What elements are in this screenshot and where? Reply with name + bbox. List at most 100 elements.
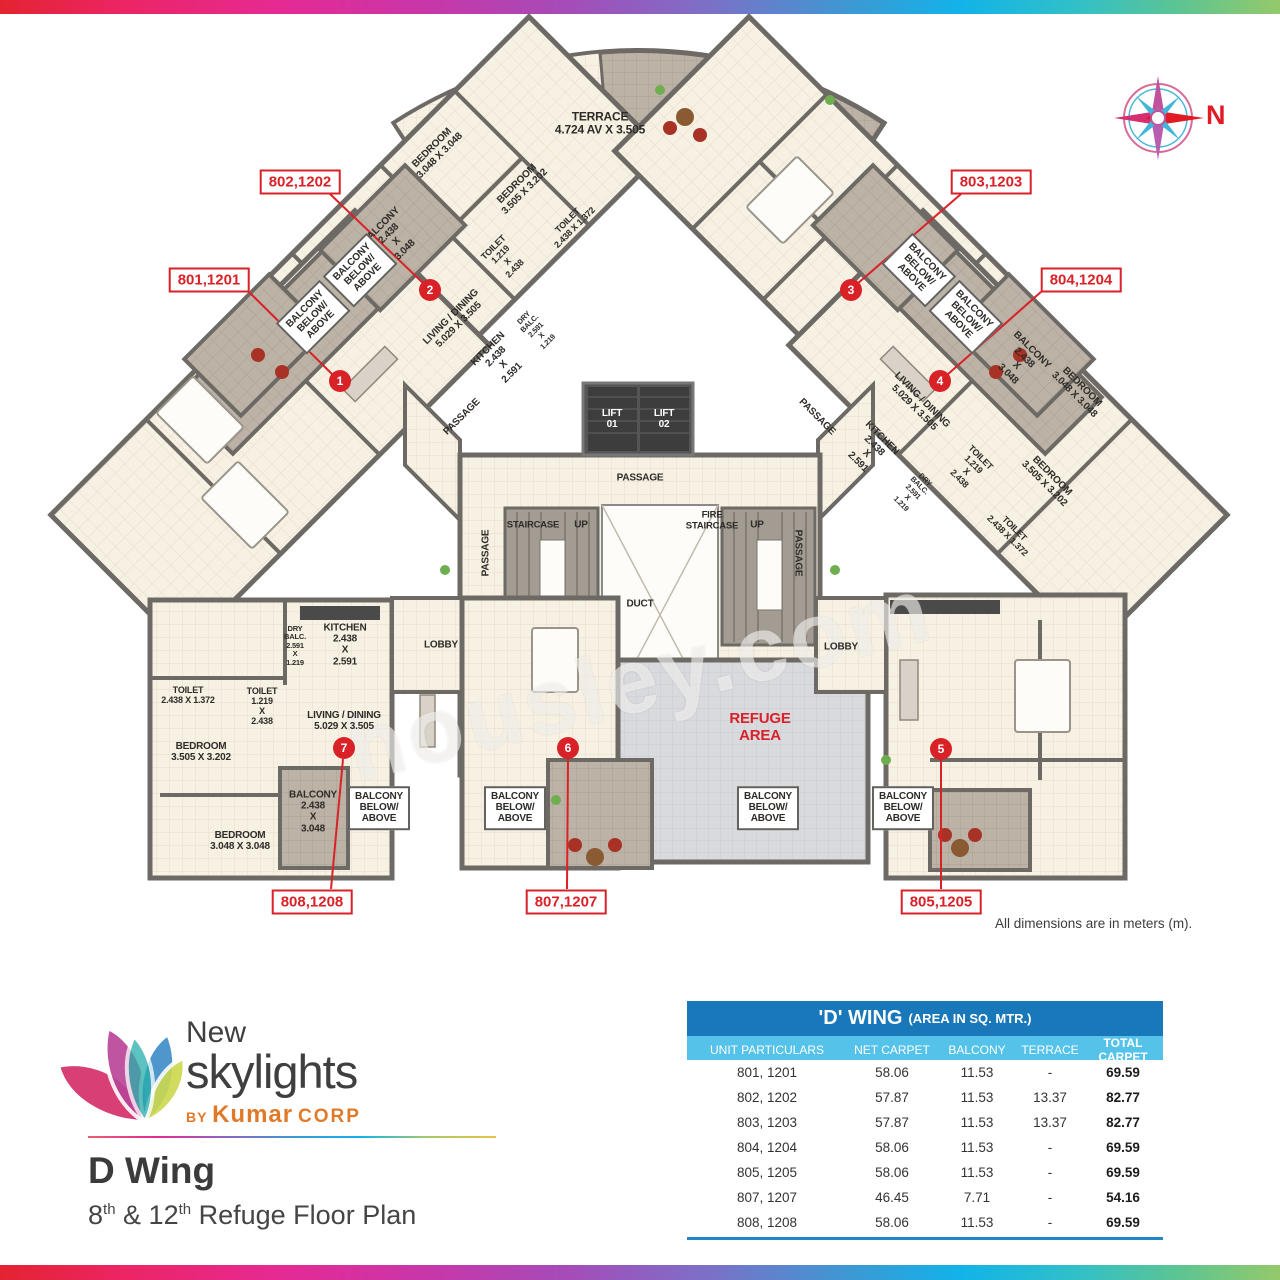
room-label: UP <box>750 519 764 531</box>
table-cell: - <box>1047 1065 1053 1080</box>
room-label: KITCHEN 2.438 X 2.591 <box>323 622 367 668</box>
table-column-header: BALCONY <box>948 1043 1006 1057</box>
table-cell: 57.87 <box>875 1115 909 1130</box>
room-label: DRY BALC. 2.591 X 1.219 <box>284 624 306 667</box>
room-label: UP <box>574 519 588 531</box>
top-gradient-bar <box>0 0 1280 14</box>
table-row: 805, 1205 58.06 11.53 - 69.59 <box>687 1160 1163 1185</box>
table-cell: - <box>1047 1215 1053 1230</box>
page-title: D Wing <box>88 1150 216 1191</box>
unit-callout-3: 803,1203 <box>950 169 1032 195</box>
room-label: STAIRCASE <box>506 519 560 531</box>
table-cell: 58.06 <box>875 1140 909 1155</box>
table-cell: 13.37 <box>1033 1115 1067 1130</box>
room-label: TOILET 1.219 X 2.438 <box>246 685 278 727</box>
bottom-units <box>147 592 1128 881</box>
compass-north-label: N <box>1206 100 1226 130</box>
subtitle-segment: 8 <box>88 1200 104 1230</box>
dimensions-note: All dimensions are in meters (m). <box>995 916 1193 931</box>
room-label: BALCONY BELOW/ ABOVE <box>736 786 800 830</box>
table-cell: 46.45 <box>875 1190 909 1205</box>
room-label: LIFT 01 <box>601 407 623 430</box>
table-title-suffix: (AREA IN SQ. MTR.) <box>908 1011 1032 1026</box>
brand-name-line1: New <box>186 1016 247 1049</box>
table-cell: - <box>1047 1140 1053 1155</box>
room-label: DUCT <box>626 598 654 610</box>
table-cell: 58.06 <box>875 1065 909 1080</box>
table-cell: 11.53 <box>960 1065 994 1080</box>
table-cell: 808, 1208 <box>736 1215 798 1230</box>
room-label: LOBBY <box>823 641 859 653</box>
room-label: BEDROOM 3.048 X 3.048 <box>210 829 270 852</box>
table-cell: - <box>1047 1190 1053 1205</box>
table-cell: 11.53 <box>960 1215 994 1230</box>
room-label: TOILET 2.438 X 1.372 <box>161 684 215 705</box>
room-label: LOBBY <box>423 639 459 651</box>
room-label: LIVING / DINING 5.029 X 3.505 <box>307 709 381 732</box>
brand-divider <box>88 1136 496 1138</box>
lotus-logo-icon <box>55 1025 185 1126</box>
unit-marker-2: 2 <box>419 279 441 301</box>
table-cell: 58.06 <box>875 1165 909 1180</box>
table-underline <box>687 1237 1163 1240</box>
table-cell: 13.37 <box>1033 1090 1067 1105</box>
room-label: LIFT 02 <box>653 407 675 430</box>
unit-callout-6: 807,1207 <box>525 889 607 915</box>
subtitle-segment: th <box>178 1201 192 1218</box>
room-label: BALCONY BELOW/ ABOVE <box>871 786 935 830</box>
table-cell: 69.59 <box>1106 1165 1140 1180</box>
subtitle-segment: & 12 <box>115 1200 179 1230</box>
table-row: 801, 1201 58.06 11.53 - 69.59 <box>687 1060 1163 1085</box>
table-cell: 69.59 <box>1106 1215 1140 1230</box>
room-label: REFUGE AREA <box>729 710 791 744</box>
room-label: BALCONY BELOW/ ABOVE <box>483 786 547 830</box>
furniture-layer <box>156 85 1071 866</box>
unit-marker-5: 5 <box>930 738 952 760</box>
subtitle-segment: Refuge Floor Plan <box>191 1200 417 1230</box>
compass-icon <box>1114 76 1204 160</box>
room-label: PASSAGE <box>480 529 492 577</box>
room-label: BEDROOM 3.505 X 3.202 <box>171 740 231 763</box>
table-cell: 805, 1205 <box>736 1165 798 1180</box>
table-cell: - <box>1047 1165 1053 1180</box>
table-cell: 69.59 <box>1106 1065 1140 1080</box>
table-cell: 11.53 <box>960 1090 994 1105</box>
table-title: 'D' WING (AREA IN SQ. MTR.) <box>687 1001 1163 1036</box>
unit-callout-4: 804,1204 <box>1040 267 1122 293</box>
table-cell: 82.77 <box>1106 1115 1140 1130</box>
unit-callout-1: 801,1201 <box>168 267 250 293</box>
brand-byline: BY Kumar CORP <box>186 1101 361 1129</box>
area-table: 'D' WING (AREA IN SQ. MTR.) UNIT PARTICU… <box>687 1001 1163 1240</box>
byline-corp: CORP <box>298 1106 361 1127</box>
table-cell: 801, 1201 <box>736 1065 798 1080</box>
room-label: BALCONY BELOW/ ABOVE <box>347 786 411 830</box>
table-column-header: UNIT PARTICULARS <box>709 1043 825 1057</box>
table-cell: 82.77 <box>1106 1090 1140 1105</box>
subtitle-segment: th <box>103 1201 116 1218</box>
room-label: PASSAGE <box>792 529 804 577</box>
unit-marker-1: 1 <box>329 370 351 392</box>
table-cell: 11.53 <box>960 1115 994 1130</box>
room-label: FIRE STAIRCASE <box>685 509 739 531</box>
brand-name-line2: skylights <box>186 1045 358 1098</box>
table-column-header: NET CARPET <box>854 1043 930 1057</box>
unit-marker-4: 4 <box>929 370 951 392</box>
unit-callout-7: 808,1208 <box>271 889 353 915</box>
byline-by: BY <box>186 1109 208 1125</box>
table-cell: 11.53 <box>960 1165 994 1180</box>
room-label: BALCONY 2.438 X 3.048 <box>288 789 338 835</box>
table-cell: 804, 1204 <box>736 1140 798 1155</box>
table-cell: 7.71 <box>963 1190 991 1205</box>
table-cell: 69.59 <box>1106 1140 1140 1155</box>
room-label: TERRACE 4.724 AV X 3.505 <box>554 109 646 137</box>
table-cell: 807, 1207 <box>736 1190 798 1205</box>
table-column-header: TOTAL CARPET <box>1098 1036 1148 1064</box>
